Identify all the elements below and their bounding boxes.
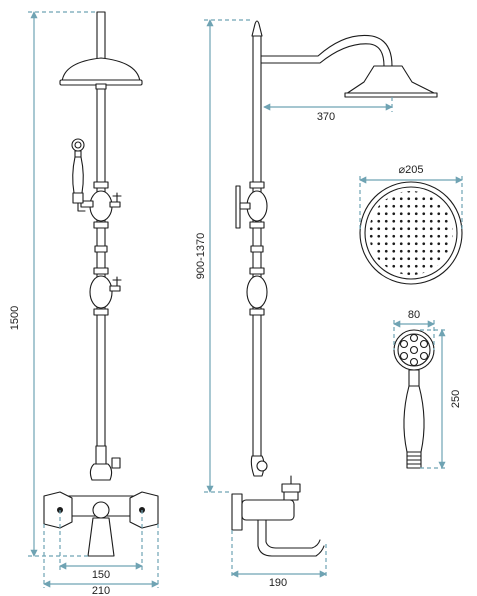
front-lower-knob-stem: [109, 285, 121, 292]
side-handle-cross: [281, 483, 301, 493]
hand-shower-detail: [393, 329, 435, 469]
front-hand-shower-face: [74, 141, 82, 149]
front-hand-shower-grip: [72, 192, 84, 204]
front-lower-valve-body: [89, 275, 113, 309]
side-arm-top: [260, 34, 393, 67]
side-wall-bracket: [231, 493, 243, 531]
front-upper-knob-icon: [112, 192, 122, 203]
front-hand-shower-handle: [72, 156, 84, 194]
side-diverter-knob: [256, 460, 268, 472]
front-lower-collar-bottom: [93, 308, 109, 316]
dim-outlet-spacing-label: 150: [92, 569, 110, 581]
head-spray-holes: [369, 191, 453, 275]
front-hand-shower-hose: [77, 202, 86, 212]
front-diverter-body: [89, 463, 113, 481]
hand-nozzle-2: [419, 339, 429, 349]
head-inner-ring: [364, 186, 458, 280]
front-diverter-stem: [95, 445, 107, 465]
front-upper-collar: [93, 181, 109, 189]
dim-hand-width-label: 80: [408, 309, 420, 321]
front-lower-collar: [93, 267, 109, 275]
dim-arm-length-label: 370: [317, 111, 335, 123]
side-pipe-ring: [250, 245, 264, 253]
hand-handle: [403, 385, 425, 453]
side-spout-top: [257, 519, 325, 557]
dim-head-diameter-label: ⌀205: [399, 164, 424, 176]
dim-spout-reach-label: 190: [269, 577, 287, 589]
hand-head-outer: [393, 329, 435, 371]
side-top-finial: [251, 20, 263, 37]
side-lower-valve: [246, 275, 268, 309]
hand-nozzle-5: [399, 351, 409, 361]
side-shower-head: [345, 65, 437, 95]
shower-head-top-view: [359, 181, 463, 285]
side-wall-plate: [235, 185, 241, 229]
dim-height-range-label: 900-1370: [195, 233, 207, 280]
side-arm-bottom: [260, 43, 385, 67]
front-pipe-ring: [94, 245, 108, 253]
front-mixer-center: [92, 501, 110, 519]
hand-grip-rings: [406, 455, 422, 465]
front-hand-shower-neck: [74, 150, 82, 158]
dimensions: 1500 900-1370 370 ⌀205 80 250 150: [9, 11, 463, 596]
front-lower-knob-icon: [112, 276, 122, 287]
side-wall-arm: [239, 202, 251, 210]
side-lower-collar: [249, 267, 265, 275]
hand-nozzle-6: [399, 339, 409, 349]
front-shower-head: [61, 57, 141, 83]
front-bath-spout: [87, 517, 115, 557]
hand-nozzle-4: [409, 357, 419, 367]
hand-neck: [408, 369, 420, 387]
front-hand-shower-head: [71, 138, 85, 152]
side-view: [231, 20, 438, 557]
hand-center-nozzle: [409, 345, 419, 355]
front-upper-collar-bottom: [93, 221, 109, 229]
side-upper-collar-bottom: [249, 221, 265, 229]
front-view: [43, 11, 159, 557]
dim-hand-length-label: 250: [450, 390, 462, 408]
front-upper-side-outlet: [80, 200, 94, 208]
front-diverter-knob: [111, 457, 121, 469]
side-handle-stem: [283, 491, 299, 501]
hand-nozzle-3: [419, 351, 429, 361]
side-spout-bottom: [265, 519, 321, 549]
side-mixer-body: [241, 499, 295, 521]
dim-total-height-label: 1500: [9, 306, 21, 330]
side-lower-collar-bottom: [249, 308, 265, 316]
side-upper-collar: [249, 181, 265, 189]
side-shower-head-face: [344, 92, 438, 98]
dim-mixer-width-label: 210: [92, 585, 110, 596]
front-head-connector: [95, 83, 107, 90]
front-upper-knob-stem: [109, 201, 121, 208]
hand-nozzle-1: [409, 333, 419, 343]
